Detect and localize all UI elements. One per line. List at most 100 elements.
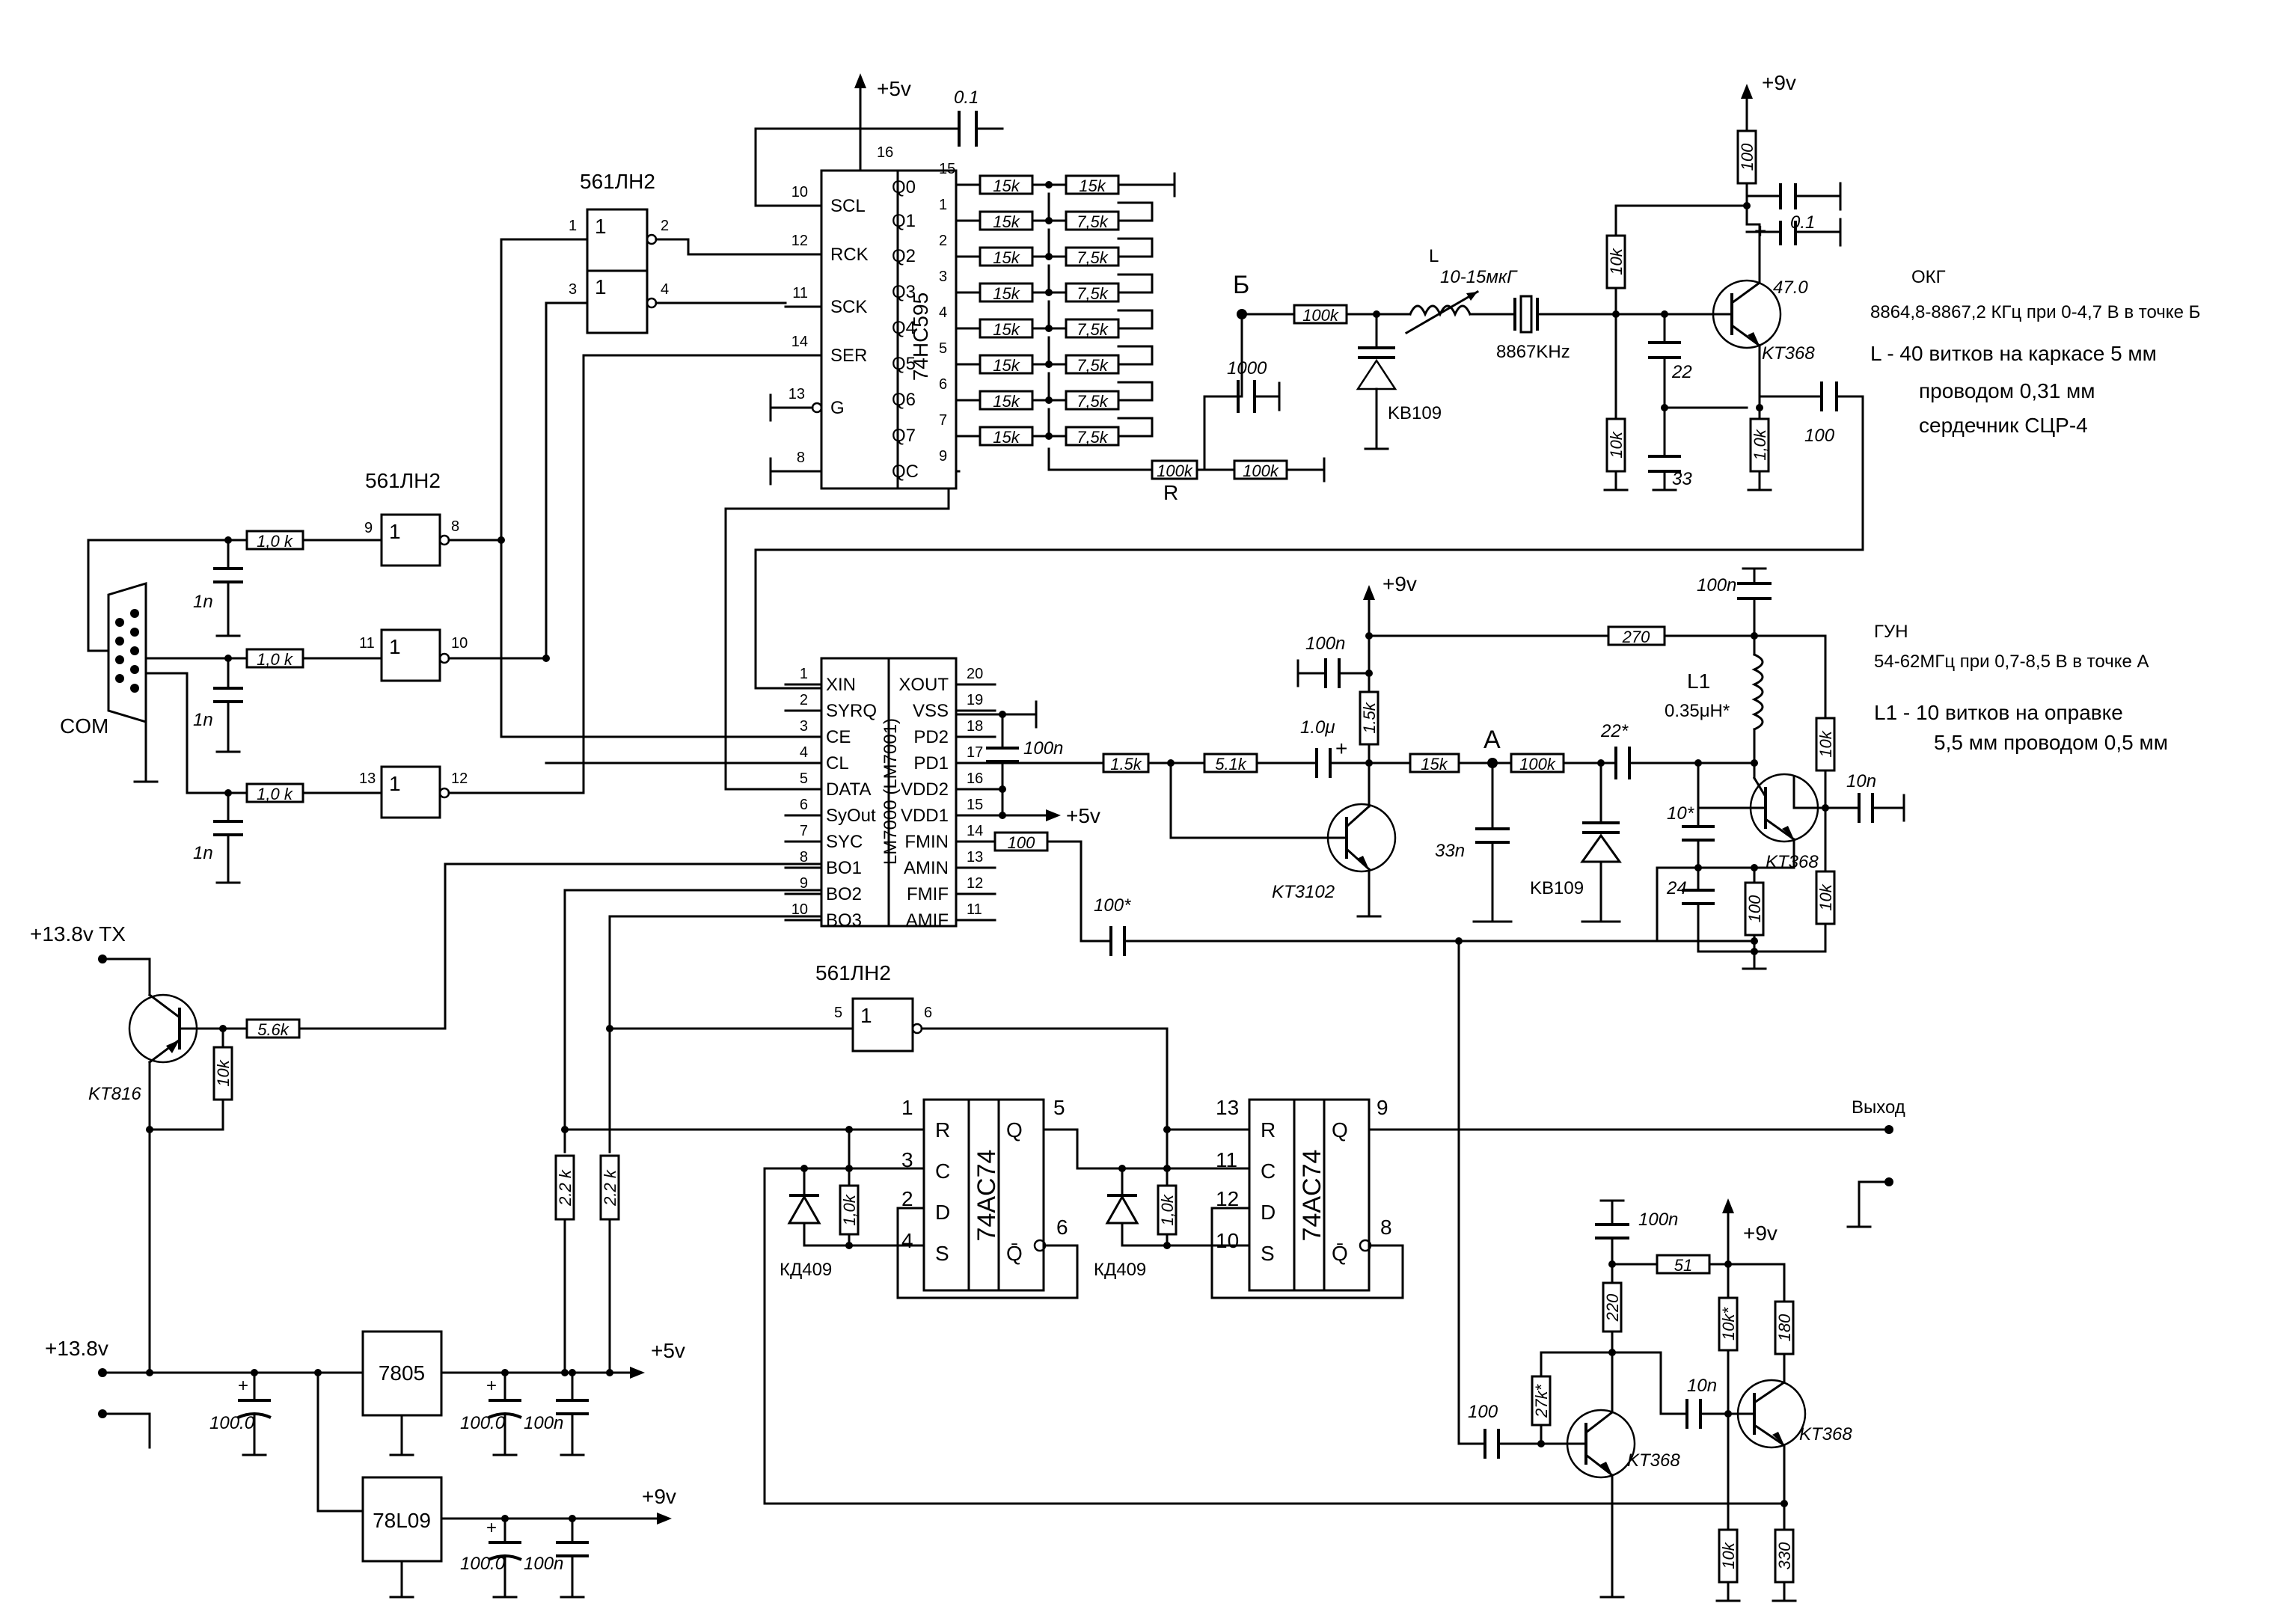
svg-text:0.1: 0.1 [954,88,979,108]
svg-text:1: 1 [389,520,401,543]
svg-text:100n: 100n [1305,634,1345,654]
svg-text:7: 7 [800,823,808,839]
svg-text:100n: 100n [1023,738,1063,759]
svg-text:8: 8 [1380,1216,1392,1239]
svg-text:10k: 10k [1607,431,1626,458]
svg-text:7,5k: 7,5k [1077,356,1109,375]
svg-text:4: 4 [939,304,947,321]
svg-text:13: 13 [1216,1096,1239,1119]
svg-text:COM: COM [60,714,108,738]
svg-text:QC: QC [892,462,919,482]
svg-text:S: S [935,1242,949,1265]
svg-text:2.2 k: 2.2 k [556,1169,575,1207]
svg-text:FMIF: FMIF [907,884,949,904]
svg-text:SCL: SCL [830,196,866,216]
svg-text:SyOut: SyOut [826,806,876,826]
svg-text:27k*: 27k* [1532,1384,1551,1418]
svg-text:KT368: KT368 [1766,852,1819,872]
svg-text:4: 4 [800,744,808,761]
svg-text:8867KHz: 8867KHz [1496,342,1570,362]
svg-text:1: 1 [939,197,947,213]
svg-text:47.0: 47.0 [1773,278,1808,298]
svg-text:14: 14 [967,823,983,839]
ic-74hc595: 74HC595 10 SCL 12 RCK 11 SCK 14 SER 13 G… [754,73,1004,490]
svg-text:15k: 15k [993,392,1020,411]
svg-text:1,0k: 1,0k [1158,1194,1177,1226]
svg-text:KT368: KT368 [1762,343,1815,364]
svg-text:VSS: VSS [913,701,949,721]
svg-text:7805: 7805 [379,1361,425,1385]
svg-text:10n: 10n [1846,771,1876,791]
svg-text:KT368: KT368 [1799,1424,1852,1444]
svg-text:10k: 10k [1607,248,1626,275]
svg-text:FMIN: FMIN [904,832,949,852]
svg-text:Q2: Q2 [892,246,916,266]
svg-text:PD1: PD1 [913,753,949,773]
svg-text:+5v: +5v [877,77,911,100]
svg-text:100: 100 [1468,1402,1498,1422]
svg-text:4: 4 [661,281,669,298]
svg-text:VDD1: VDD1 [901,806,949,826]
svg-text:+9v: +9v [1382,572,1417,595]
svg-text:BO2: BO2 [826,884,862,904]
svg-text:6: 6 [1056,1216,1068,1239]
svg-text:100.0: 100.0 [460,1413,506,1433]
svg-text:+13.8v TX: +13.8v TX [30,922,126,946]
svg-text:8: 8 [800,849,808,865]
svg-text:5: 5 [800,770,808,787]
svg-text:5,5 мм проводом 0,5 мм: 5,5 мм проводом 0,5 мм [1934,731,2168,754]
svg-text:9: 9 [1377,1096,1388,1119]
svg-text:15k: 15k [993,248,1020,267]
svg-text:C: C [1261,1159,1276,1183]
svg-text:Q5: Q5 [892,354,916,374]
svg-text:11: 11 [1216,1148,1237,1171]
svg-text:+13.8v: +13.8v [45,1337,108,1360]
svg-text:10k: 10k [1816,883,1835,910]
svg-text:8: 8 [797,450,805,466]
svg-text:561ЛН2: 561ЛН2 [580,170,655,193]
svg-text:1,0k: 1,0k [840,1194,859,1226]
svg-text:51: 51 [1674,1256,1692,1275]
svg-text:1: 1 [569,218,577,234]
svg-text:BO3: BO3 [826,910,862,931]
svg-text:15: 15 [967,797,983,813]
svg-text:+: + [486,1376,497,1396]
svg-text:1,0 k: 1,0 k [257,650,293,669]
svg-text:10: 10 [791,901,808,918]
svg-text:13: 13 [789,386,805,402]
svg-text:100k: 100k [1302,306,1339,325]
svg-text:Q̄: Q̄ [1332,1242,1348,1265]
svg-text:1n: 1n [193,710,213,730]
svg-text:561ЛН2: 561ЛН2 [815,961,891,984]
svg-text:L - 40 витков на каркасе 5 мм: L - 40 витков на каркасе 5 мм [1870,342,2157,365]
ic-74ac74-2: 74AC74 R C D S Q Q̄ 13 11 12 10 9 8 КД40… [1094,1096,1905,1299]
svg-text:D: D [935,1201,950,1224]
power-section: +13.8v TX 5.6k 10k KT816 +13.8v [30,922,685,1599]
svg-text:Q̄: Q̄ [1006,1242,1023,1265]
svg-text:ГУН: ГУН [1874,622,1908,642]
svg-text:12: 12 [791,233,808,249]
svg-text:КД409: КД409 [780,1260,832,1280]
svg-text:проводом 0,31 мм: проводом 0,31 мм [1919,379,2095,402]
svg-text:1: 1 [901,1096,913,1119]
svg-text:А: А [1483,726,1501,754]
svg-text:SER: SER [830,346,867,366]
svg-text:100k: 100k [1157,462,1193,480]
svg-text:74AC74: 74AC74 [1298,1150,1326,1242]
svg-text:10: 10 [791,184,808,200]
svg-text:4: 4 [901,1229,913,1252]
svg-text:10k: 10k [214,1059,233,1086]
ic-lm7000-name: LM7000 (LM7001) [881,718,901,865]
svg-text:1.0μ: 1.0μ [1300,717,1335,738]
svg-text:1: 1 [595,215,607,238]
svg-text:+: + [1335,737,1347,760]
svg-text:5: 5 [1053,1096,1065,1119]
svg-text:9: 9 [800,875,808,892]
svg-text:100: 100 [1804,426,1835,446]
